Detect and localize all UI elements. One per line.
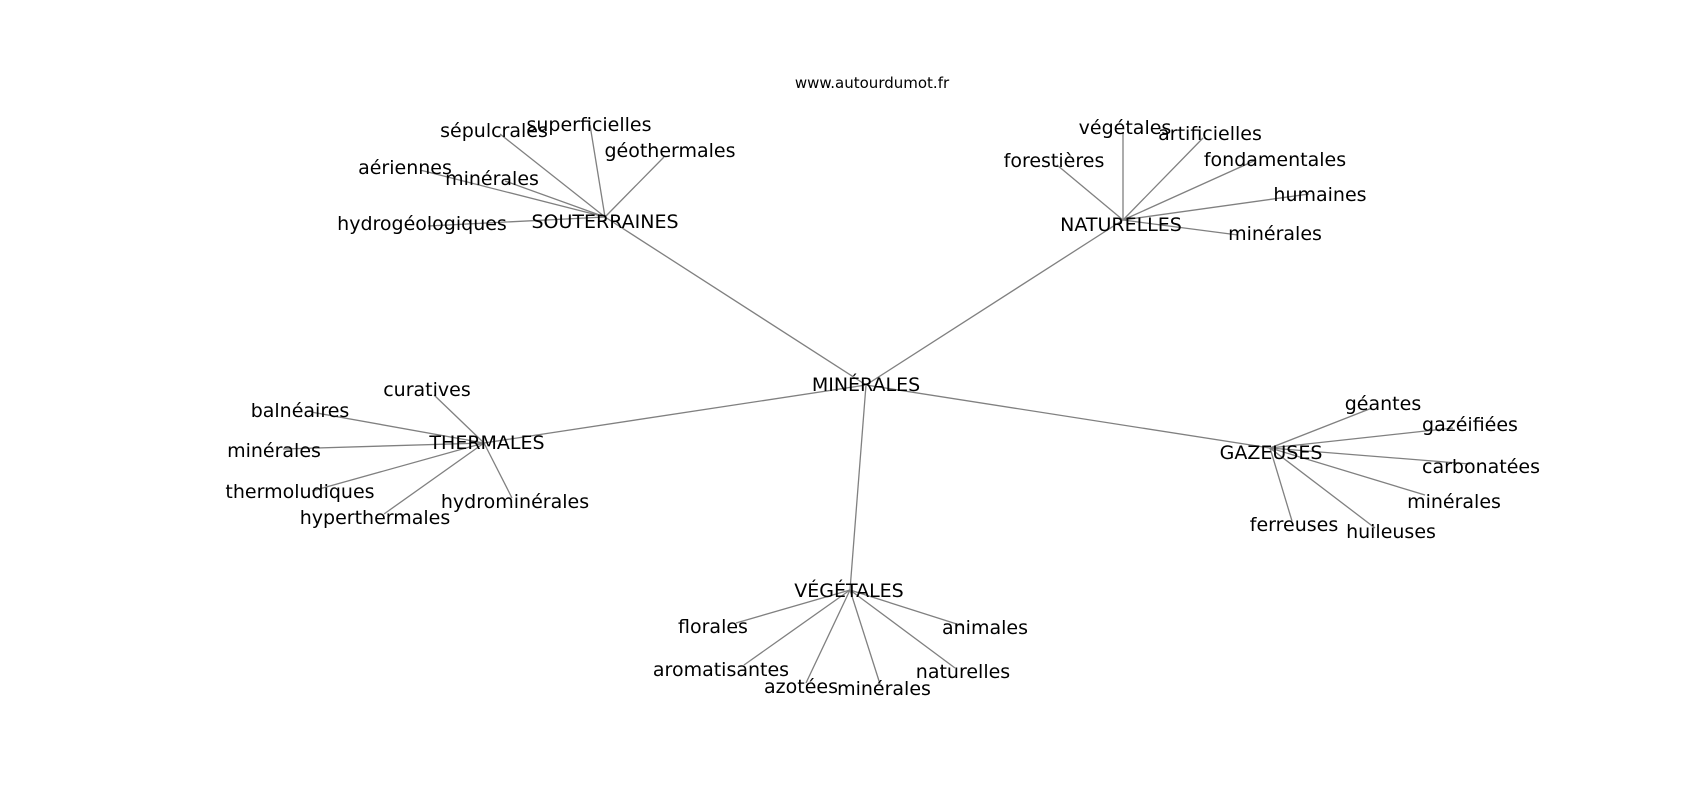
leaf-node-vegetales-3: naturelles (916, 661, 1010, 683)
leaf-node-souterraines-2: géothermales (604, 140, 735, 162)
leaf-node-thermales-0: curatives (383, 379, 471, 401)
leaf-node-thermales-5: hydrominérales (441, 491, 589, 513)
leaf-node-gazeuses-3: minérales (1407, 491, 1501, 513)
edge-thermales-leaf-0 (433, 394, 485, 444)
watermark-text: www.autourdumot.fr (795, 74, 950, 92)
leaf-node-thermales-3: thermoludiques (225, 481, 374, 503)
leaf-node-gazeuses-1: gazéifiées (1422, 414, 1518, 436)
edge-naturelles-leaf-2 (1122, 159, 1257, 221)
edge-gazeuses-leaf-3 (1269, 447, 1426, 496)
cluster-node-vegetales: VÉGÉTALES (794, 579, 904, 602)
edge-vegetales-leaf-5 (849, 589, 881, 685)
edge-souterraines-leaf-3 (419, 169, 606, 218)
cluster-node-thermales: THERMALES (428, 432, 544, 454)
leaf-node-vegetales-4: azotées (764, 676, 838, 698)
edge-center-gazeuses (865, 384, 1271, 449)
labels-layer: MINÉRALES SOUTERRAINES sépulcralessuperfic… (225, 114, 1540, 700)
cluster-node-gazeuses: GAZEUSES (1220, 442, 1323, 464)
edge-gazeuses-leaf-1 (1269, 427, 1454, 449)
edge-souterraines-leaf-4 (504, 180, 606, 218)
center-node-label: MINÉRALES (812, 373, 920, 396)
leaf-node-souterraines-4: minérales (445, 168, 539, 190)
leaf-node-naturelles-2: fondamentales (1204, 149, 1346, 171)
leaf-node-thermales-1: balnéaires (251, 400, 350, 422)
leaf-node-naturelles-3: forestières (1004, 150, 1105, 172)
leaf-node-naturelles-0: végétales (1079, 117, 1172, 139)
leaf-node-gazeuses-0: géantes (1345, 393, 1421, 415)
edge-vegetales-leaf-3 (849, 589, 956, 669)
leaf-node-naturelles-1: artificielles (1158, 123, 1262, 145)
cluster-node-souterraines: SOUTERRAINES (531, 211, 678, 233)
edge-center-naturelles (865, 219, 1124, 386)
leaf-node-souterraines-0: sépulcrales (440, 120, 548, 142)
leaf-node-souterraines-3: aériennes (358, 157, 452, 179)
edge-vegetales-leaf-2 (743, 589, 851, 666)
leaf-node-gazeuses-2: carbonatées (1422, 456, 1540, 478)
edge-souterraines-leaf-1 (589, 124, 606, 218)
edge-souterraines-leaf-5 (427, 216, 606, 227)
leaf-node-thermales-2: minérales (227, 440, 321, 462)
edge-center-souterraines (604, 216, 867, 386)
leaf-node-vegetales-1: animales (942, 617, 1028, 639)
edge-gazeuses-leaf-5 (1269, 447, 1376, 529)
edge-thermales-leaf-3 (311, 442, 485, 492)
edge-naturelles-leaf-1 (1122, 137, 1204, 221)
edge-souterraines-leaf-2 (604, 156, 665, 218)
edge-vegetales-leaf-4 (805, 589, 851, 684)
edge-souterraines-leaf-0 (499, 133, 606, 218)
edge-thermales-leaf-4 (383, 442, 485, 515)
leaf-node-souterraines-1: superficielles (526, 114, 651, 136)
edge-thermales-leaf-5 (483, 442, 513, 499)
leaf-node-vegetales-5: minérales (837, 678, 931, 700)
edge-thermales-leaf-1 (310, 411, 485, 444)
edge-gazeuses-leaf-0 (1269, 407, 1373, 449)
edges-layer (282, 124, 1471, 685)
edge-center-vegetales (849, 384, 867, 591)
leaf-node-vegetales-2: aromatisantes (653, 659, 789, 681)
leaf-node-vegetales-0: florales (678, 616, 748, 638)
edge-gazeuses-leaf-4 (1269, 447, 1293, 522)
cluster-node-naturelles: NATURELLES (1060, 214, 1182, 236)
edge-vegetales-leaf-0 (735, 589, 851, 624)
edge-gazeuses-leaf-2 (1269, 447, 1471, 465)
edge-thermales-leaf-2 (282, 442, 485, 450)
leaf-node-souterraines-5: hydrogéologiques (337, 213, 507, 235)
leaf-node-naturelles-4: humaines (1273, 184, 1366, 206)
leaf-node-naturelles-5: minérales (1228, 223, 1322, 245)
edge-naturelles-leaf-5 (1122, 219, 1239, 236)
edge-naturelles-leaf-4 (1122, 193, 1310, 221)
edge-center-thermales (483, 384, 867, 444)
edge-naturelles-leaf-3 (1056, 164, 1124, 221)
edge-vegetales-leaf-1 (849, 589, 964, 627)
leaf-node-thermales-4: hyperthermales (300, 507, 451, 529)
leaf-node-gazeuses-5: huileuses (1346, 521, 1436, 543)
leaf-node-gazeuses-4: ferreuses (1250, 514, 1338, 536)
